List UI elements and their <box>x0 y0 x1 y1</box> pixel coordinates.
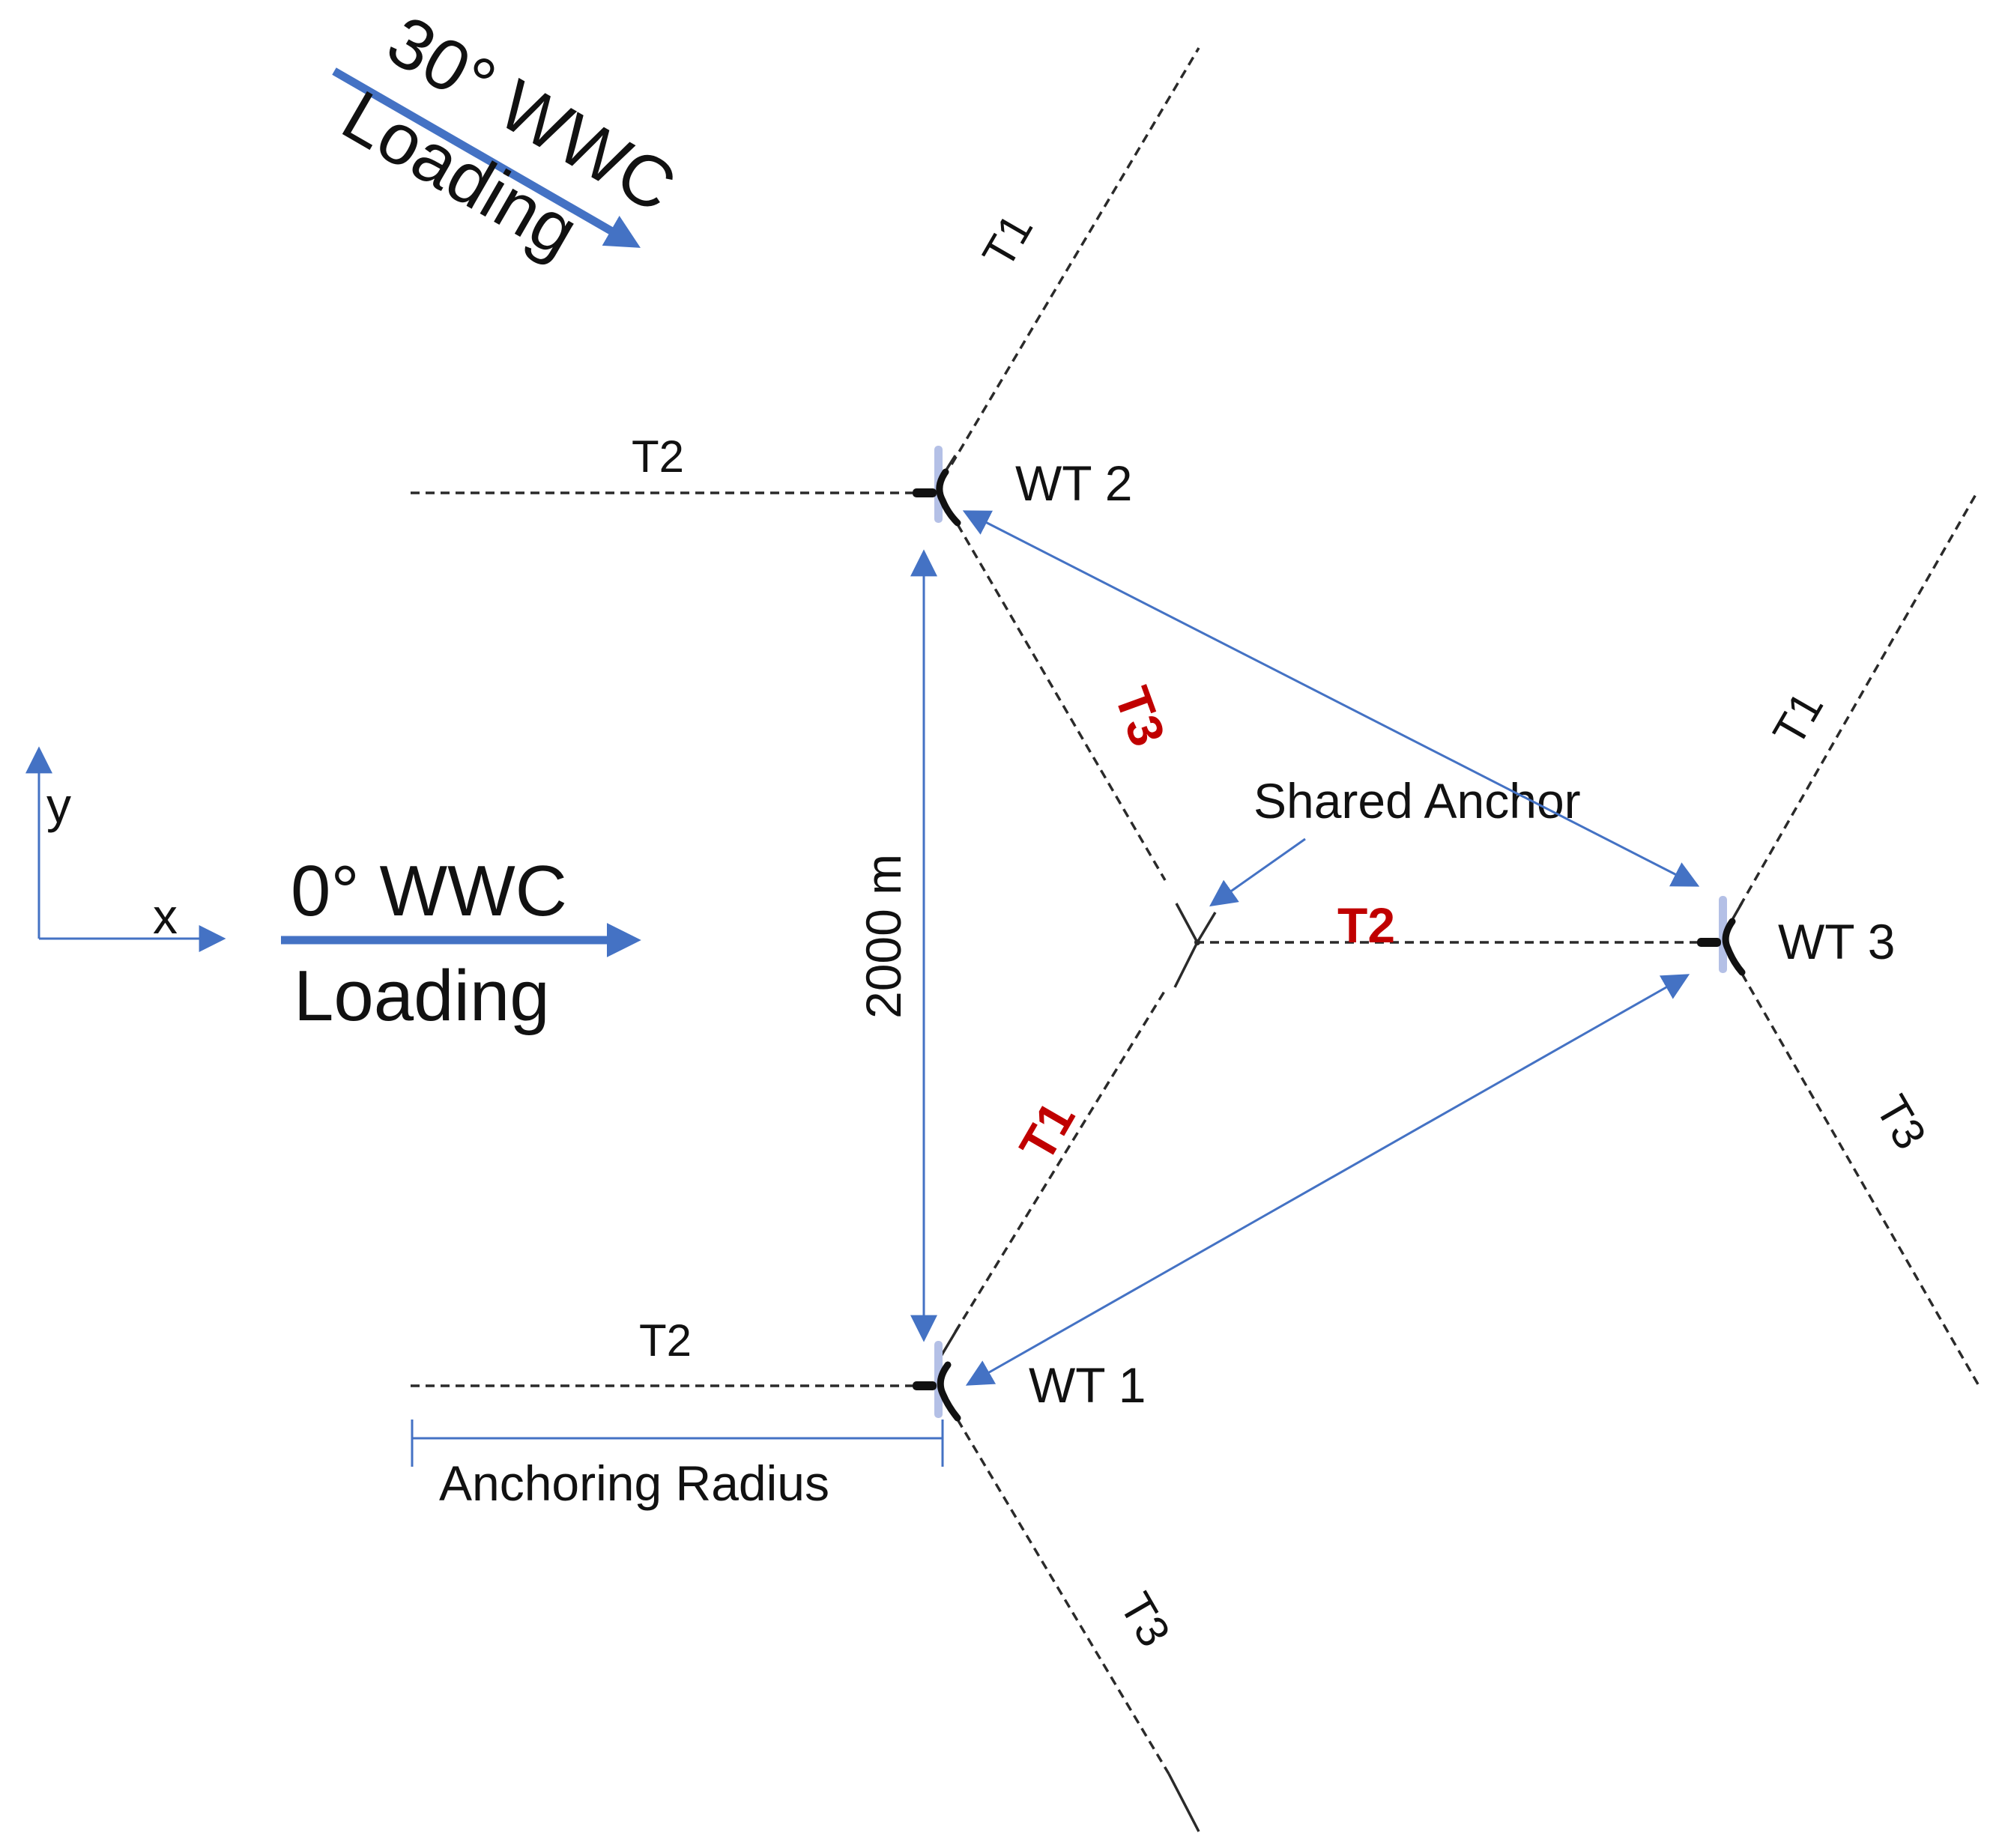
turbine-wt1[interactable]: WT 1 <box>913 1341 1146 1422</box>
wt3-hub-icon <box>1697 938 1721 947</box>
wt2-t3-label: T3 <box>1104 679 1176 753</box>
anchoring-radius-label: Anchoring Radius <box>439 1455 829 1511</box>
turbine-wt3[interactable]: WT 3 <box>1697 896 1895 976</box>
spacing-arrow-wt1-wt3 <box>965 974 1690 1386</box>
shared-anchor-spur-b <box>1196 912 1217 943</box>
loading-30-arrow <box>332 67 641 248</box>
wt2-t2-label: T2 <box>632 431 684 482</box>
shared-anchor-pointer <box>1209 837 1306 907</box>
wt2-t1-label: T1 <box>973 205 1042 276</box>
loading-0-line2: Loading <box>294 956 550 1036</box>
wt1-t3-label: T3 <box>1110 1584 1180 1655</box>
wt1-label: WT 1 <box>1029 1357 1146 1413</box>
spacing-label: 2000 m <box>856 854 911 1019</box>
y-axis-label: y <box>46 778 71 833</box>
loading-30-group: 30° WWC Loading <box>330 1 689 273</box>
shared-anchor-spur-c <box>1173 942 1199 988</box>
coordinate-axes: y x <box>25 746 226 952</box>
turbine-spacing: 2000 m <box>856 510 1700 1386</box>
wt2-label: WT 2 <box>1015 455 1132 511</box>
x-axis-label: x <box>153 888 178 944</box>
anchoring-radius-bracket: Anchoring Radius <box>411 1420 944 1511</box>
wt2-t1-line <box>950 47 1200 465</box>
wt1-t2-label: T2 <box>639 1315 692 1366</box>
wt1-t1-label: T1 <box>1008 1092 1086 1170</box>
wt3-t1-line <box>1738 490 1980 907</box>
wt1-hub-icon <box>913 1381 937 1390</box>
loading-0-line1: 0° WWC <box>291 851 567 931</box>
wt2-nacelle-icon <box>936 468 961 527</box>
wt1-t3-line-solid <box>1167 1773 1200 1832</box>
wt3-t3-label: T3 <box>1866 1087 1936 1157</box>
wt3-t1-label: T1 <box>1763 683 1833 754</box>
wt3-label: WT 3 <box>1778 914 1895 969</box>
shared-anchor: Shared Anchor <box>1173 773 1581 988</box>
shared-anchor-spur-a <box>1175 903 1199 943</box>
shared-anchor-point <box>1194 939 1200 945</box>
wt1-nacelle-icon <box>937 1361 961 1422</box>
spacing-arrow-wt2-wt3 <box>962 510 1700 887</box>
wt1-t1-line-solid <box>939 1325 961 1358</box>
wt3-t3-line <box>1741 973 1980 1385</box>
wt3-nacelle-icon <box>1722 918 1746 976</box>
wt2-hub-icon <box>913 488 937 497</box>
wt3-t2-label: T2 <box>1337 897 1395 953</box>
turbine-wt2[interactable]: WT 2 <box>913 446 1132 527</box>
loading-0-group: 0° WWC Loading <box>281 851 641 1036</box>
wt1-t3-line <box>956 1419 1170 1775</box>
